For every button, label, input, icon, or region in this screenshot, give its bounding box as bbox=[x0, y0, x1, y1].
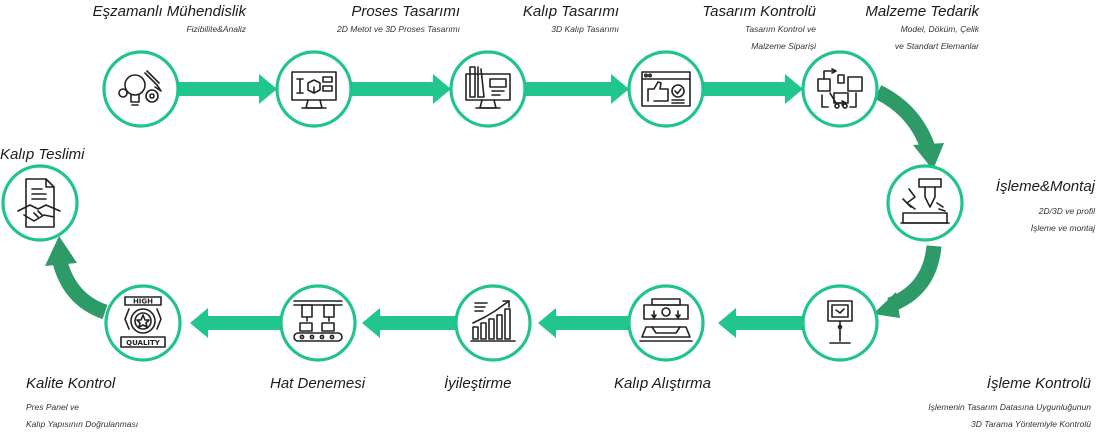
step-circle-8 bbox=[627, 284, 705, 362]
arrow-1-2 bbox=[178, 74, 277, 104]
flow-arrows bbox=[45, 74, 944, 338]
step-6 bbox=[886, 164, 964, 242]
high-quality-badge-icon: HIGH QUALITY bbox=[120, 296, 166, 348]
supply-chain-icon bbox=[817, 68, 863, 109]
design-tools-icon bbox=[465, 66, 511, 109]
step-10 bbox=[279, 284, 357, 362]
arrow-5-6 bbox=[874, 85, 944, 170]
step-subtitle-2: 2D Metot ve 3D Proses Tasarımı bbox=[337, 24, 460, 34]
step-4 bbox=[627, 50, 705, 128]
step-subtitle-3: 3D Kalıp Tasarımı bbox=[551, 24, 619, 34]
step-9 bbox=[454, 284, 532, 362]
svg-text:QUALITY: QUALITY bbox=[126, 339, 161, 347]
svg-text:HIGH: HIGH bbox=[133, 298, 153, 306]
step-title-3: Kalıp Tasarımı bbox=[522, 3, 619, 20]
idea-gears-icon bbox=[118, 70, 162, 106]
step-title-12: Kalıp Teslimi bbox=[0, 146, 85, 163]
monitor-design-icon bbox=[291, 71, 337, 109]
step-title-9: İyileştirme bbox=[444, 375, 512, 392]
step-title-10: Hat Denemesi bbox=[270, 375, 366, 392]
approval-screen-icon bbox=[641, 71, 691, 107]
handshake-contract-icon bbox=[17, 178, 61, 228]
step-title-11: Kalite Kontrol bbox=[26, 375, 116, 392]
step-title-8: Kalıp Alıştırma bbox=[614, 375, 711, 392]
step-2 bbox=[275, 50, 353, 128]
step-title-4: Tasarım Kontrolü bbox=[702, 3, 816, 20]
step-title-5: Malzeme Tedarik bbox=[865, 3, 979, 20]
step-7 bbox=[801, 284, 879, 362]
step-circle-10 bbox=[279, 284, 357, 362]
arrow-9-10 bbox=[362, 308, 456, 338]
step-1 bbox=[102, 50, 180, 128]
step-subtitle-1: Fizibilite&Analiz bbox=[186, 24, 246, 34]
cnc-milling-icon bbox=[900, 178, 950, 224]
step-title-6: İşleme&Montaj bbox=[995, 178, 1095, 195]
step-8 bbox=[627, 284, 705, 362]
growth-chart-icon bbox=[470, 300, 516, 342]
step-circle-6 bbox=[886, 164, 964, 242]
step-5 bbox=[801, 50, 879, 128]
step-title-7: İşleme Kontrolü bbox=[986, 375, 1091, 392]
step-11: HIGH QUALITY bbox=[104, 284, 182, 362]
production-line-icon bbox=[293, 300, 343, 342]
step-title-2: Proses Tasarımı bbox=[351, 3, 460, 20]
step-circles: HIGH QUALITY bbox=[1, 50, 964, 362]
step-circle-5 bbox=[801, 50, 879, 128]
step-circle-12 bbox=[1, 164, 79, 242]
step-circle-1 bbox=[102, 50, 180, 128]
step-circle-9 bbox=[454, 284, 532, 362]
arrow-7-8 bbox=[718, 308, 803, 338]
arrow-2-3 bbox=[351, 74, 451, 104]
arrow-10-11 bbox=[190, 308, 281, 338]
scanner-kiosk-icon bbox=[827, 300, 853, 344]
step-circle-3 bbox=[449, 50, 527, 128]
step-3 bbox=[449, 50, 527, 128]
arrow-4-5 bbox=[703, 74, 803, 104]
arrow-8-9 bbox=[538, 308, 629, 338]
arrow-3-4 bbox=[525, 74, 629, 104]
arrow-6-7 bbox=[873, 245, 942, 318]
step-12 bbox=[1, 164, 79, 242]
press-die-icon bbox=[639, 298, 693, 342]
step-title-1: Eşzamanlı Mühendislik bbox=[92, 3, 246, 20]
arrow-11-12 bbox=[45, 236, 108, 320]
